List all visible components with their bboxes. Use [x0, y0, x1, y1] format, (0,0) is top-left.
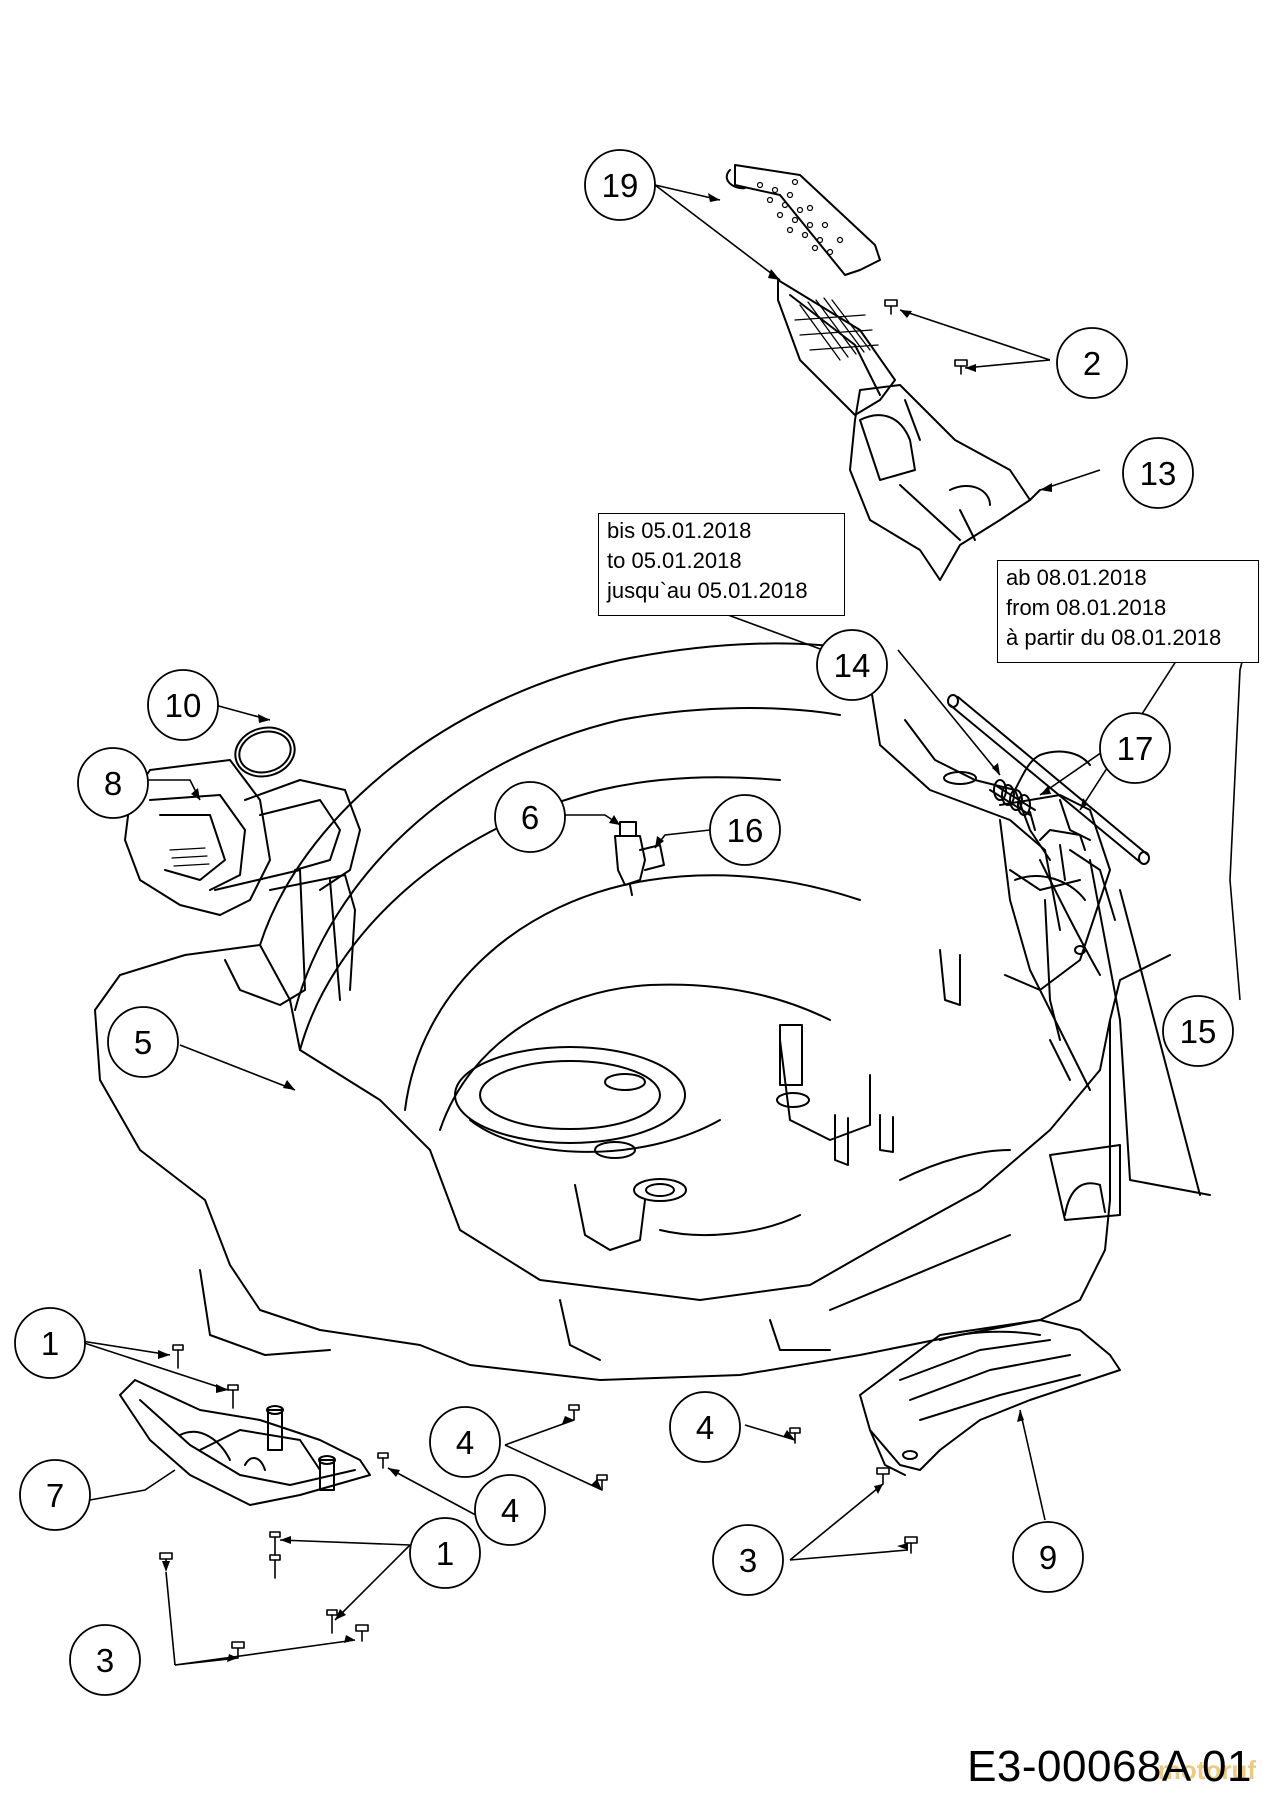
callout-19: 19 [584, 149, 656, 221]
rear-skid-plate [859, 1319, 1121, 1476]
callout-4-center: 4 [429, 1406, 501, 1478]
callout-15: 15 [1162, 995, 1234, 1067]
callout-7: 7 [19, 1459, 91, 1531]
svg-text:3: 3 [96, 1642, 114, 1679]
callout-3-left: 3 [69, 1624, 141, 1696]
mulch-insert [124, 759, 361, 1006]
callout-4-lower: 4 [474, 1474, 546, 1546]
discharge-chute [849, 384, 1041, 581]
note-after-line-3: à partir du 08.01.2018 [1006, 625, 1222, 650]
svg-text:19: 19 [602, 167, 639, 204]
callout-2: 2 [1056, 327, 1128, 399]
svg-text:7: 7 [46, 1477, 64, 1514]
callout-5: 5 [107, 1006, 179, 1078]
svg-text:4: 4 [501, 1492, 519, 1529]
callout-8: 8 [77, 747, 149, 819]
callout-4-right: 4 [669, 1391, 741, 1463]
callout-9: 9 [1012, 1521, 1084, 1593]
svg-text:8: 8 [104, 765, 122, 802]
callouts: 19 2 13 14 17 15 10 8 6 16 5 1 7 1 3 4 4… [14, 149, 1234, 1696]
svg-text:9: 9 [1039, 1539, 1057, 1576]
front-skid-plate [119, 1379, 371, 1506]
callout-10: 10 [147, 669, 219, 741]
grass-catcher-insert [777, 279, 896, 416]
svg-text:6: 6 [521, 799, 539, 836]
svg-text:10: 10 [165, 687, 202, 724]
svg-text:2: 2 [1083, 345, 1101, 382]
filler-cap [234, 726, 296, 778]
callout-13: 13 [1122, 437, 1194, 509]
grass-catcher-screen [725, 164, 881, 276]
hinge-spring [989, 779, 1036, 831]
note-before-date: bis 05.01.2018 to 05.01.2018 jusqu`au 05… [598, 513, 845, 616]
callout-17: 17 [1099, 712, 1171, 784]
hinge-rod [947, 694, 1150, 865]
callout-6: 6 [494, 781, 566, 853]
note-after-date: ab 08.01.2018 from 08.01.2018 à partir d… [997, 560, 1259, 663]
watermark: motoruf [1157, 1755, 1256, 1785]
callout-1-top: 1 [14, 1307, 86, 1379]
note-before-line-1: bis 05.01.2018 [607, 518, 752, 543]
svg-text:16: 16 [727, 812, 764, 849]
svg-text:1: 1 [436, 1535, 454, 1572]
callout-14: 14 [816, 629, 888, 701]
svg-text:5: 5 [134, 1024, 152, 1061]
svg-text:4: 4 [696, 1409, 714, 1446]
svg-text:15: 15 [1180, 1013, 1217, 1050]
deck-housing [94, 642, 1211, 1381]
drawing-code: E3-00068A 01 [967, 1742, 1252, 1791]
note-before-line-2: to 05.01.2018 [607, 548, 742, 573]
safety-switch [614, 821, 665, 896]
note-after-line-2: from 08.01.2018 [1006, 595, 1167, 620]
callout-1-bottom: 1 [409, 1517, 481, 1589]
svg-text:4: 4 [456, 1424, 474, 1461]
svg-text:1: 1 [41, 1325, 59, 1362]
note-before-line-3: jusqu`au 05.01.2018 [607, 578, 808, 603]
callout-3-right: 3 [712, 1524, 784, 1596]
svg-text:14: 14 [834, 647, 871, 684]
svg-text:3: 3 [739, 1542, 757, 1579]
screws [159, 299, 968, 1659]
svg-text:13: 13 [1140, 455, 1177, 492]
svg-text:17: 17 [1117, 730, 1154, 767]
note-after-line-1: ab 08.01.2018 [1006, 565, 1147, 590]
callout-16: 16 [709, 794, 781, 866]
leader-lines [74, 184, 1246, 1666]
